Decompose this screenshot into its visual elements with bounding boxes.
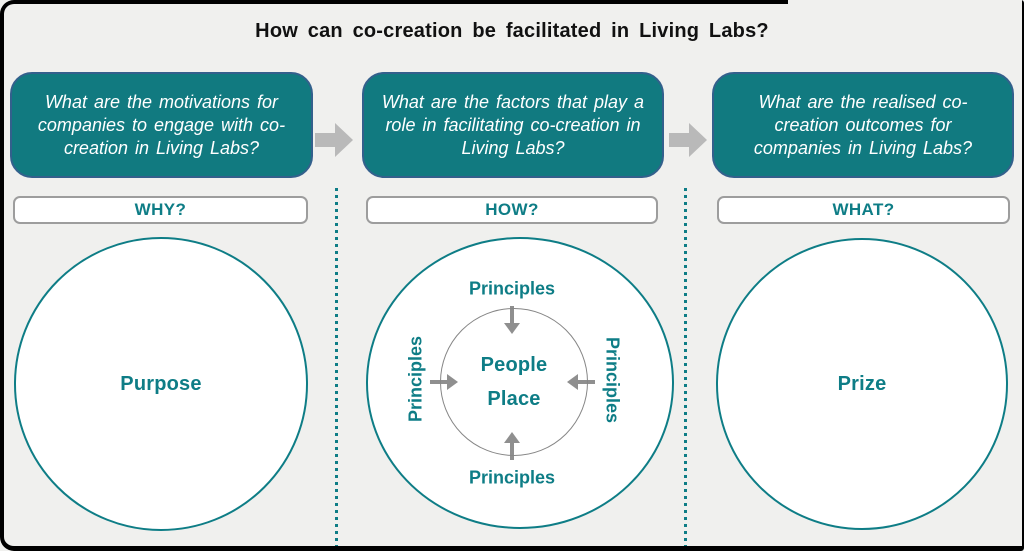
purpose-circle: Purpose — [14, 237, 308, 531]
question-text-line: companies in Living Labs? — [753, 137, 973, 158]
principles-bottom-label: Principles — [468, 467, 556, 488]
label-how: HOW? — [366, 196, 658, 224]
label-why: WHY? — [13, 196, 308, 224]
question-text-line: Living Labs? — [461, 137, 565, 158]
prize-circle: Prize — [716, 238, 1008, 530]
prize-label: Prize — [837, 372, 887, 395]
question-text-line: What are the motivations for — [44, 91, 279, 112]
question-text-line: role in facilitating co-creation in — [385, 114, 641, 135]
purpose-label: Purpose — [120, 372, 202, 395]
column-divider-dotted-line — [684, 188, 687, 547]
question-text-line: creation in Living Labs? — [63, 137, 260, 158]
question-box-what: What are the realised co- creation outco… — [712, 72, 1014, 178]
principles-left-label: Principles — [405, 335, 426, 423]
border-crop-gap — [788, 0, 1022, 5]
question-text-line: companies to engage with co- — [37, 114, 286, 135]
flow-arrow-right-icon — [315, 123, 353, 157]
label-why-text: WHY? — [134, 200, 187, 219]
flow-arrow-right-icon — [669, 123, 707, 157]
place-label: Place — [487, 387, 541, 410]
question-text-line: creation outcomes for — [774, 114, 952, 135]
diagram-title: How can co-creation be facilitated in Li… — [255, 20, 769, 42]
question-text-line: What are the realised co- — [758, 91, 968, 112]
label-what: WHAT? — [717, 196, 1010, 224]
question-box-why: What are the motivations for companies t… — [10, 72, 313, 178]
column-divider-dotted-line — [335, 188, 338, 547]
people-place-circle: People Place — [440, 308, 588, 456]
people-label: People — [480, 353, 548, 376]
label-how-text: HOW? — [485, 200, 539, 219]
principles-top-label: Principles — [468, 278, 556, 299]
label-what-text: WHAT? — [832, 200, 895, 219]
question-box-how: What are the factors that play a role in… — [362, 72, 664, 178]
question-text-line: What are the factors that play a — [381, 91, 645, 112]
principles-right-label: Principles — [602, 336, 623, 424]
